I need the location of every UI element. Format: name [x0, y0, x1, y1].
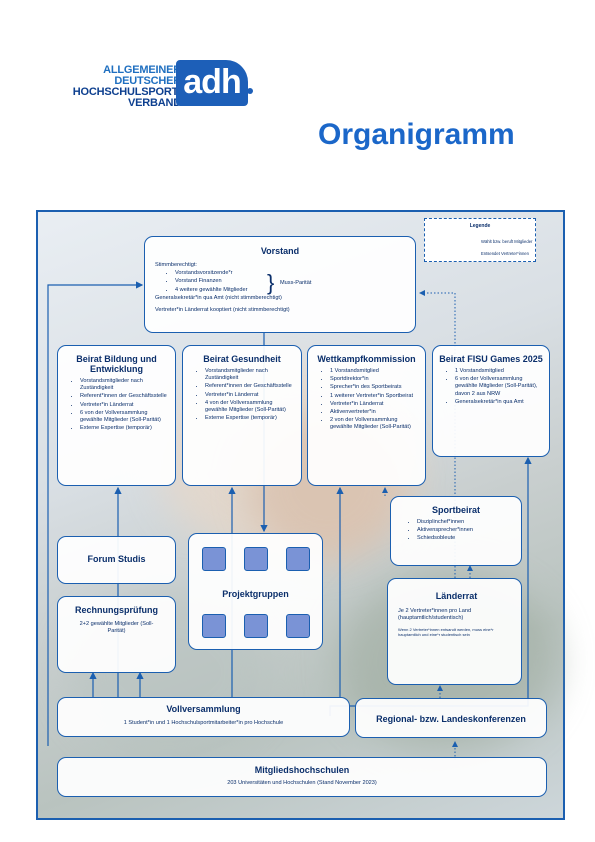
rechnungspruefung-box: Rechnungsprüfung 2+2 gewählte Mitglieder…: [57, 596, 176, 673]
beirat-gesundheit-list: Vorstandsmitglieder nach Zuständigkeit R…: [189, 368, 295, 422]
vorstand-list: Vorstandsvorsitzende*r Vorstand Finanzen…: [155, 270, 405, 294]
beirat-bildung-title: Beirat Bildung und Entwicklung: [76, 354, 157, 374]
list-item: Vorstandsmitglieder nach Zuständigkeit: [205, 368, 295, 382]
laenderrat-title: Länderrat: [435, 591, 478, 601]
project-square: [244, 614, 268, 638]
laenderrat-note: Wenn 2 Vertreter*innen entsandt werden, …: [398, 627, 494, 638]
rechnungspruefung-text: 2+2 gewählte Mitglieder (Soll-Parität): [79, 621, 154, 635]
list-item: Vertreter*in Länderrat: [330, 401, 419, 408]
list-item: 1 Vorstandsmitglied: [330, 368, 419, 375]
logo-line-3: HOCHSCHULSPORT-: [72, 86, 181, 98]
list-item: Sportdirektor*in: [330, 376, 419, 383]
sportbeirat-list: Disziplinchef*innen Aktivensprecher*inne…: [397, 519, 515, 543]
list-item: Vertreter*in Länderrat: [80, 402, 169, 409]
list-item: 6 von der Vollversammlung gewählte Mitgl…: [80, 410, 169, 424]
vorstand-box: Vorstand Stimmberechtigt: Vorstandsvorsi…: [144, 236, 416, 333]
list-item: 6 von der Vollversammlung gewählte Mitgl…: [455, 376, 543, 398]
list-item: Disziplinchef*innen: [417, 519, 515, 526]
project-square: [286, 614, 310, 638]
list-item: Externe Expertise (temporär): [80, 425, 169, 432]
beirat-bildung-box: Beirat Bildung und Entwicklung Vorstands…: [57, 345, 176, 486]
regional-box: Regional- bzw. Landeskonferenzen: [355, 698, 547, 738]
vollversammlung-title: Vollversammlung: [166, 704, 241, 714]
logo-line-1: ALLGEMEINER: [103, 64, 181, 76]
logo-wordmark: ALLGEMEINER DEUTSCHER HOCHSCHULSPORT- VE…: [73, 65, 181, 109]
vorstand-title: Vorstand: [260, 246, 300, 256]
forum-studis-box: Forum Studis: [57, 536, 176, 584]
beirat-fisu-box: Beirat FISU Games 2025 1 Vorstandsmitgli…: [432, 345, 550, 457]
logo-line-2: DEUTSCHER: [114, 75, 181, 87]
list-item: Schiedsobleute: [417, 535, 515, 542]
mitgliedshochschulen-box: Mitgliedshochschulen 203 Universitäten u…: [57, 757, 547, 797]
vorstand-gen: Generalsekretär*in qua Amt (nicht stimmb…: [155, 294, 282, 301]
beirat-gesundheit-box: Beirat Gesundheit Vorstandsmitglieder na…: [182, 345, 302, 486]
list-item: Vorstand Finanzen: [175, 278, 405, 285]
rechnungspruefung-title: Rechnungsprüfung: [75, 605, 158, 615]
projektgruppen-box: Projektgruppen: [188, 533, 323, 650]
wettkampf-title: Wettkampfkommission: [317, 354, 416, 364]
list-item: Generalsekretär*in qua Amt: [455, 399, 543, 406]
beirat-fisu-title: Beirat FISU Games 2025: [439, 354, 543, 364]
list-item: Vertreter*in Länderrat: [205, 392, 295, 399]
forum-studis-title: Forum Studis: [87, 554, 146, 564]
list-item: 4 weitere gewählte Mitglieder: [175, 287, 405, 294]
page-title: Organigramm: [318, 118, 515, 151]
vorstand-vertreter: Vertreter*in Länderrat kooptiert (nicht …: [155, 307, 290, 314]
sportbeirat-title: Sportbeirat: [431, 505, 480, 515]
vollversammlung-box: Vollversammlung 1 Student*in und 1 Hochs…: [57, 697, 350, 737]
project-square: [202, 547, 226, 571]
list-item: Aktivenvertreter*in: [330, 409, 419, 416]
laenderrat-box: Länderrat Je 2 Vertreter*innen pro Land …: [387, 578, 522, 685]
logo-dot: [247, 88, 253, 94]
laenderrat-text: Je 2 Vertreter*innen pro Land (hauptamtl…: [398, 608, 472, 622]
regional-title: Regional- bzw. Landeskonferenzen: [376, 714, 526, 724]
vorstand-muss: Muss-Parität: [280, 280, 312, 286]
logo-line-4: VERBAND: [128, 97, 181, 109]
list-item: 1 Vorstandsmitglied: [455, 368, 543, 375]
wettkampf-list: 1 Vorstandsmitglied Sportdirektor*in Spr…: [314, 368, 419, 432]
legend-solid-label: Wählt bzw. beruft Mitglieder: [481, 239, 533, 244]
list-item: 2 von der Vollversammlung gewählte Mitgl…: [330, 417, 419, 431]
mitgliedshochschulen-text: 203 Universitäten und Hochschulen (Stand…: [227, 780, 377, 786]
list-item: 1 weiterer Vertreter*in Sportbeirat: [330, 393, 419, 400]
list-item: 4 von der Vollversammlung gewählte Mitgl…: [205, 400, 295, 414]
list-item: Externe Expertise (temporär): [205, 415, 295, 422]
project-square: [286, 547, 310, 571]
beirat-gesundheit-title: Beirat Gesundheit: [203, 354, 281, 364]
vorstand-stimm: Stimmberechtigt:: [155, 262, 197, 268]
list-item: Vorstandsvorsitzende*r: [175, 270, 405, 277]
list-item: Vorstandsmitglieder nach Zuständigkeit: [80, 378, 169, 392]
mitgliedshochschulen-title: Mitgliedshochschulen: [254, 765, 350, 775]
adh-logo-badge: adh: [176, 60, 248, 106]
sportbeirat-box: Sportbeirat Disziplinchef*innen Aktivens…: [390, 496, 522, 566]
project-square: [202, 614, 226, 638]
list-item: Referent*innen der Geschäftsstelle: [80, 393, 169, 400]
list-item: Aktivensprecher*innen: [417, 527, 515, 534]
list-item: Referent*innen der Geschäftsstelle: [205, 383, 295, 390]
beirat-bildung-list: Vorstandsmitglieder nach Zuständigkeit R…: [64, 378, 169, 432]
brace-icon: }: [267, 270, 275, 295]
beirat-fisu-list: 1 Vorstandsmitglied 6 von der Vollversam…: [439, 368, 543, 406]
legend: Legende Wählt bzw. beruft Mitglieder Ent…: [424, 218, 536, 262]
projektgruppen-title: Projektgruppen: [222, 589, 289, 599]
wettkampf-box: Wettkampfkommission 1 Vorstandsmitglied …: [307, 345, 426, 486]
list-item: Sprecher*in des Sportbeirats: [330, 384, 419, 391]
vollversammlung-text: 1 Student*in und 1 Hochschulsportmitarbe…: [123, 720, 284, 726]
legend-title: Legende: [469, 223, 491, 229]
project-square: [244, 547, 268, 571]
legend-dotted-label: Entsendet Vertreter*innen: [481, 251, 529, 256]
